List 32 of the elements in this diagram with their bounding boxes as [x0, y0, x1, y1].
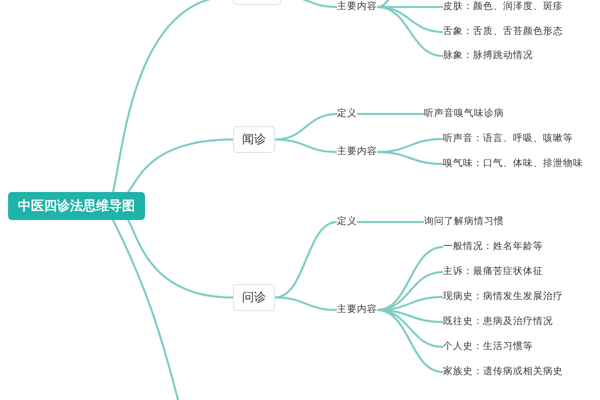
- branch-text: 一般情况：姓名年龄等: [443, 240, 543, 254]
- branch-text: 脉象：脉搏跳动情况: [443, 49, 533, 63]
- branch-text: 主要内容: [337, 0, 377, 14]
- branch-text: 询问了解病情习惯: [424, 215, 504, 229]
- branch-text: 嗅气味：口气、体味、排泄物味: [443, 157, 583, 171]
- branch-text: 既往史：患病及治疗情况: [443, 315, 553, 329]
- branch-line: [357, 221, 424, 223]
- topic-box: 问诊: [233, 284, 275, 310]
- branch-text: 主要内容: [337, 145, 377, 159]
- branch-text: 家族史：遗传病或相关病史: [443, 365, 563, 379]
- topic-box: 闻诊: [233, 126, 275, 152]
- branch-line: [112, 220, 181, 400]
- branch-line: [127, 220, 234, 298]
- branch-text: 个人史：生活习惯等: [443, 340, 533, 354]
- branch-text: 皮肤：颜色、润泽度、斑疹: [443, 0, 563, 14]
- branch-text: 主诉：最痛苦症状体征: [443, 265, 543, 279]
- branch-line: [357, 113, 424, 115]
- branch-text: 现病史：病情发生发展治疗: [443, 290, 563, 304]
- branch-text: 定义: [337, 215, 357, 229]
- branch-line: [274, 138, 338, 153]
- branch-line: [127, 138, 234, 193]
- root-topic-box: 中医四诊法思维导图: [8, 192, 145, 220]
- branch-line: [376, 151, 444, 165]
- branch-text: 听声音：语言、呼吸、咳嗽等: [443, 132, 573, 146]
- branch-text: 舌象：舌质、舌苔颜色形态: [443, 25, 563, 39]
- branch-line: [376, 6, 444, 57]
- branch-text: 主要内容: [337, 303, 377, 317]
- branch-text: 定义: [337, 107, 357, 121]
- branch-text: 听声音嗅气味诊病: [424, 107, 504, 121]
- branch-line: [376, 309, 444, 373]
- branch-line: [274, 221, 338, 298]
- branch-line: [274, 296, 338, 311]
